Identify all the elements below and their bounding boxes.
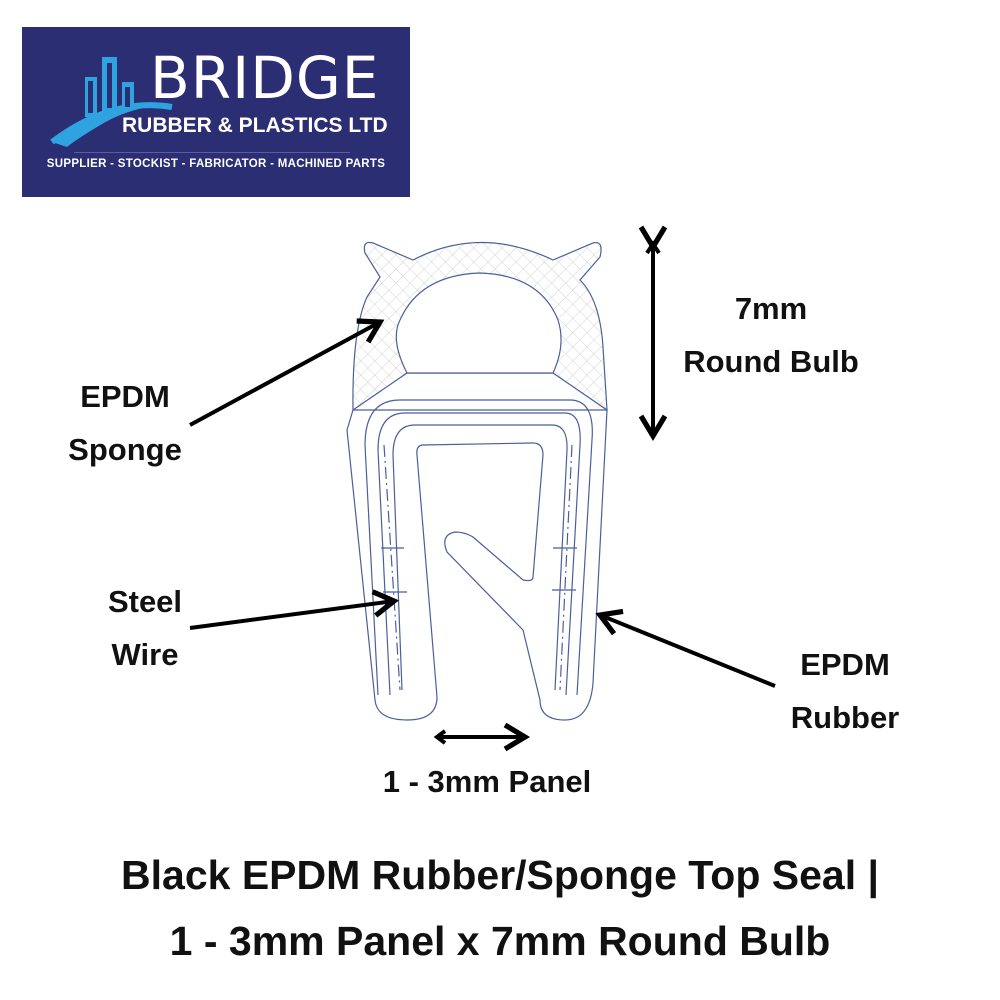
label-line: EPDM — [800, 647, 890, 682]
sponge-arrow — [189, 318, 385, 427]
product-title-line-2: 1 - 3mm Panel x 7mm Round Bulb — [169, 918, 831, 964]
product-title-line-1: Black EPDM Rubber/Sponge Top Seal | — [121, 852, 879, 898]
label-epdm-sponge: EPDM Sponge — [40, 370, 210, 476]
label-epdm-rubber: EPDM Rubber — [760, 638, 930, 744]
label-line: Round Bulb — [683, 344, 859, 379]
company-logo: BRIDGE RUBBER & PLASTICS LTD SUPPLIER - … — [22, 27, 410, 197]
label-line: Rubber — [790, 700, 900, 735]
rubber-profile — [346, 399, 608, 721]
sponge-region — [352, 241, 608, 412]
label-line: 7mm — [734, 291, 808, 326]
label-line: Steel — [107, 584, 183, 619]
label-line: Sponge — [68, 432, 182, 467]
buildings-bridge-icon — [50, 57, 173, 147]
label-round-bulb: 7mm Round Bulb — [660, 282, 882, 388]
logo-divider — [74, 152, 350, 153]
rubber-arrow — [595, 608, 776, 688]
label-panel: 1 - 3mm Panel — [382, 764, 592, 799]
label-line: Wire — [111, 637, 179, 672]
logo-subtitle: RUBBER & PLASTICS LTD — [122, 114, 388, 137]
arrows — [189, 225, 776, 752]
wire-arrow — [189, 589, 400, 630]
label-steel-wire: Steel Wire — [60, 575, 230, 681]
logo-tagline: SUPPLIER - STOCKIST - FABRICATOR - MACHI… — [46, 158, 386, 170]
logo-brand: BRIDGE — [150, 44, 380, 112]
label-line: EPDM — [80, 379, 170, 414]
